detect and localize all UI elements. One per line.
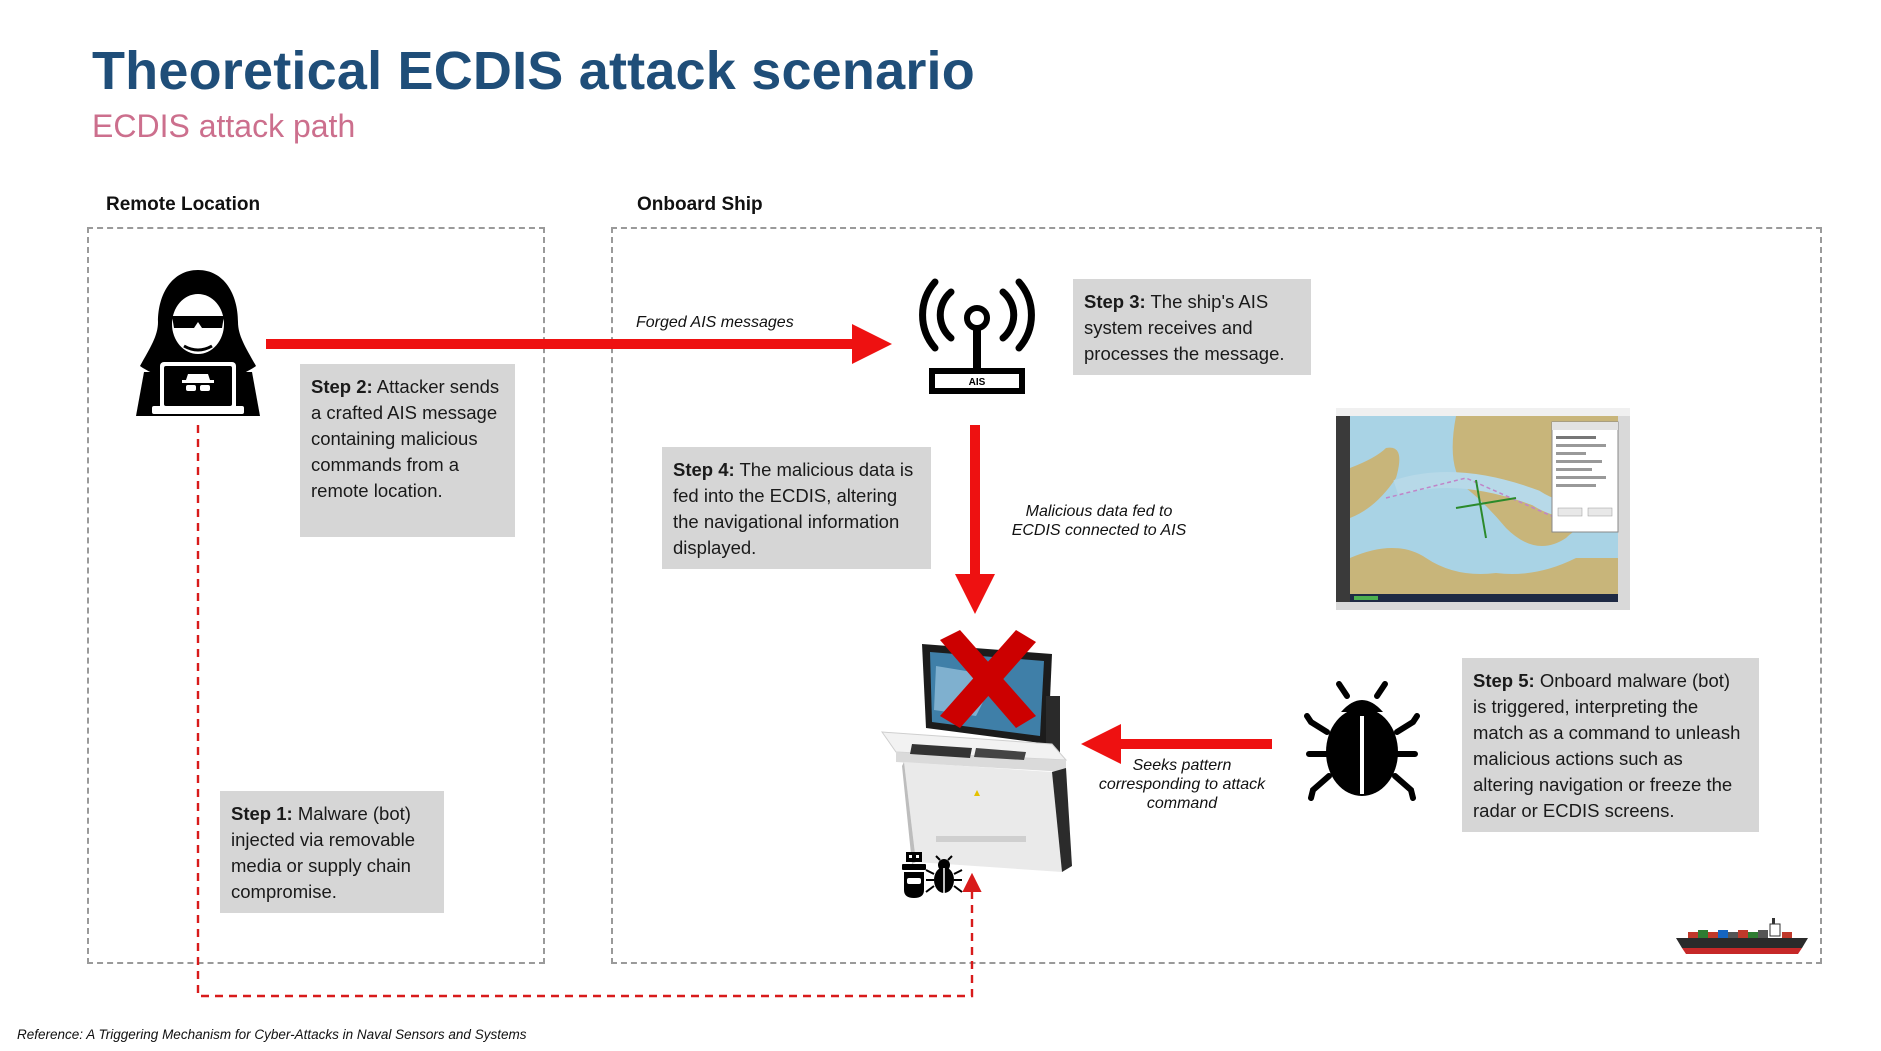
step-4-label: Step 4: (673, 459, 735, 480)
malicious-data-caption: Malicious data fed to ECDIS connected to… (994, 502, 1204, 540)
bug-icon (1304, 681, 1420, 801)
remote-location-label: Remote Location (106, 194, 261, 215)
small-bug-icon (925, 855, 963, 893)
red-x-icon (940, 630, 1036, 728)
forged-ais-caption: Forged AIS messages (636, 314, 794, 331)
hacker-icon (136, 270, 260, 416)
reference-note: Reference: A Triggering Mechanism for Cy… (17, 1027, 527, 1042)
remote-location-zone (87, 227, 545, 964)
step-5-box: Step 5: Onboard malware (bot) is trigger… (1462, 658, 1759, 832)
ecdis-console-icon (880, 630, 1072, 872)
step-1-text: Malware (bot) injected via removable med… (231, 803, 416, 902)
usb-drive-icon (902, 852, 926, 898)
seeks-pattern-caption-line-3: command (1146, 795, 1218, 812)
step-2-box: Step 2: Attacker sends a crafted AIS mes… (300, 364, 515, 537)
step-3-text: The ship's AIS system receives and proce… (1084, 291, 1285, 364)
step-3-box: Step 3: The ship's AIS system receives a… (1073, 279, 1311, 375)
malicious-data-caption-line-1: Malicious data fed to (1025, 503, 1173, 520)
seeks-pattern-caption-line-2: corresponding to attack (1098, 776, 1266, 793)
seeks-pattern-caption-line-1: Seeks pattern (1132, 757, 1232, 774)
onboard-ship-label: Onboard Ship (637, 194, 763, 215)
step-1-label: Step 1: (231, 803, 293, 824)
step-2-label: Step 2: (311, 376, 373, 397)
container-ship-icon (1676, 918, 1808, 954)
ais-antenna-icon: AIS (919, 278, 1035, 394)
malicious-data-caption-line-2: ECDIS connected to AIS (1011, 522, 1187, 539)
step-2-text: Attacker sends a crafted AIS message con… (311, 376, 500, 501)
onboard-ship-zone (611, 227, 1822, 964)
seeks-pattern-caption: Seeks pattern corresponding to attack co… (1088, 756, 1276, 813)
step-3-label: Step 3: (1084, 291, 1146, 312)
page-subtitle: ECDIS attack path (92, 108, 356, 144)
ais-label: AIS (969, 377, 986, 388)
step-5-label: Step 5: (1473, 670, 1535, 691)
malware-injection-path (196, 425, 982, 998)
step-4-box: Step 4: The malicious data is fed into t… (662, 447, 931, 569)
step-1-box: Step 1: Malware (bot) injected via remov… (220, 791, 444, 913)
step-4-text: The malicious data is fed into the ECDIS… (673, 459, 914, 558)
page-title: Theoretical ECDIS attack scenario (92, 41, 975, 101)
ecdis-chart-screenshot (1336, 408, 1630, 610)
step-5-text: Onboard malware (bot) is triggered, inte… (1473, 670, 1741, 821)
